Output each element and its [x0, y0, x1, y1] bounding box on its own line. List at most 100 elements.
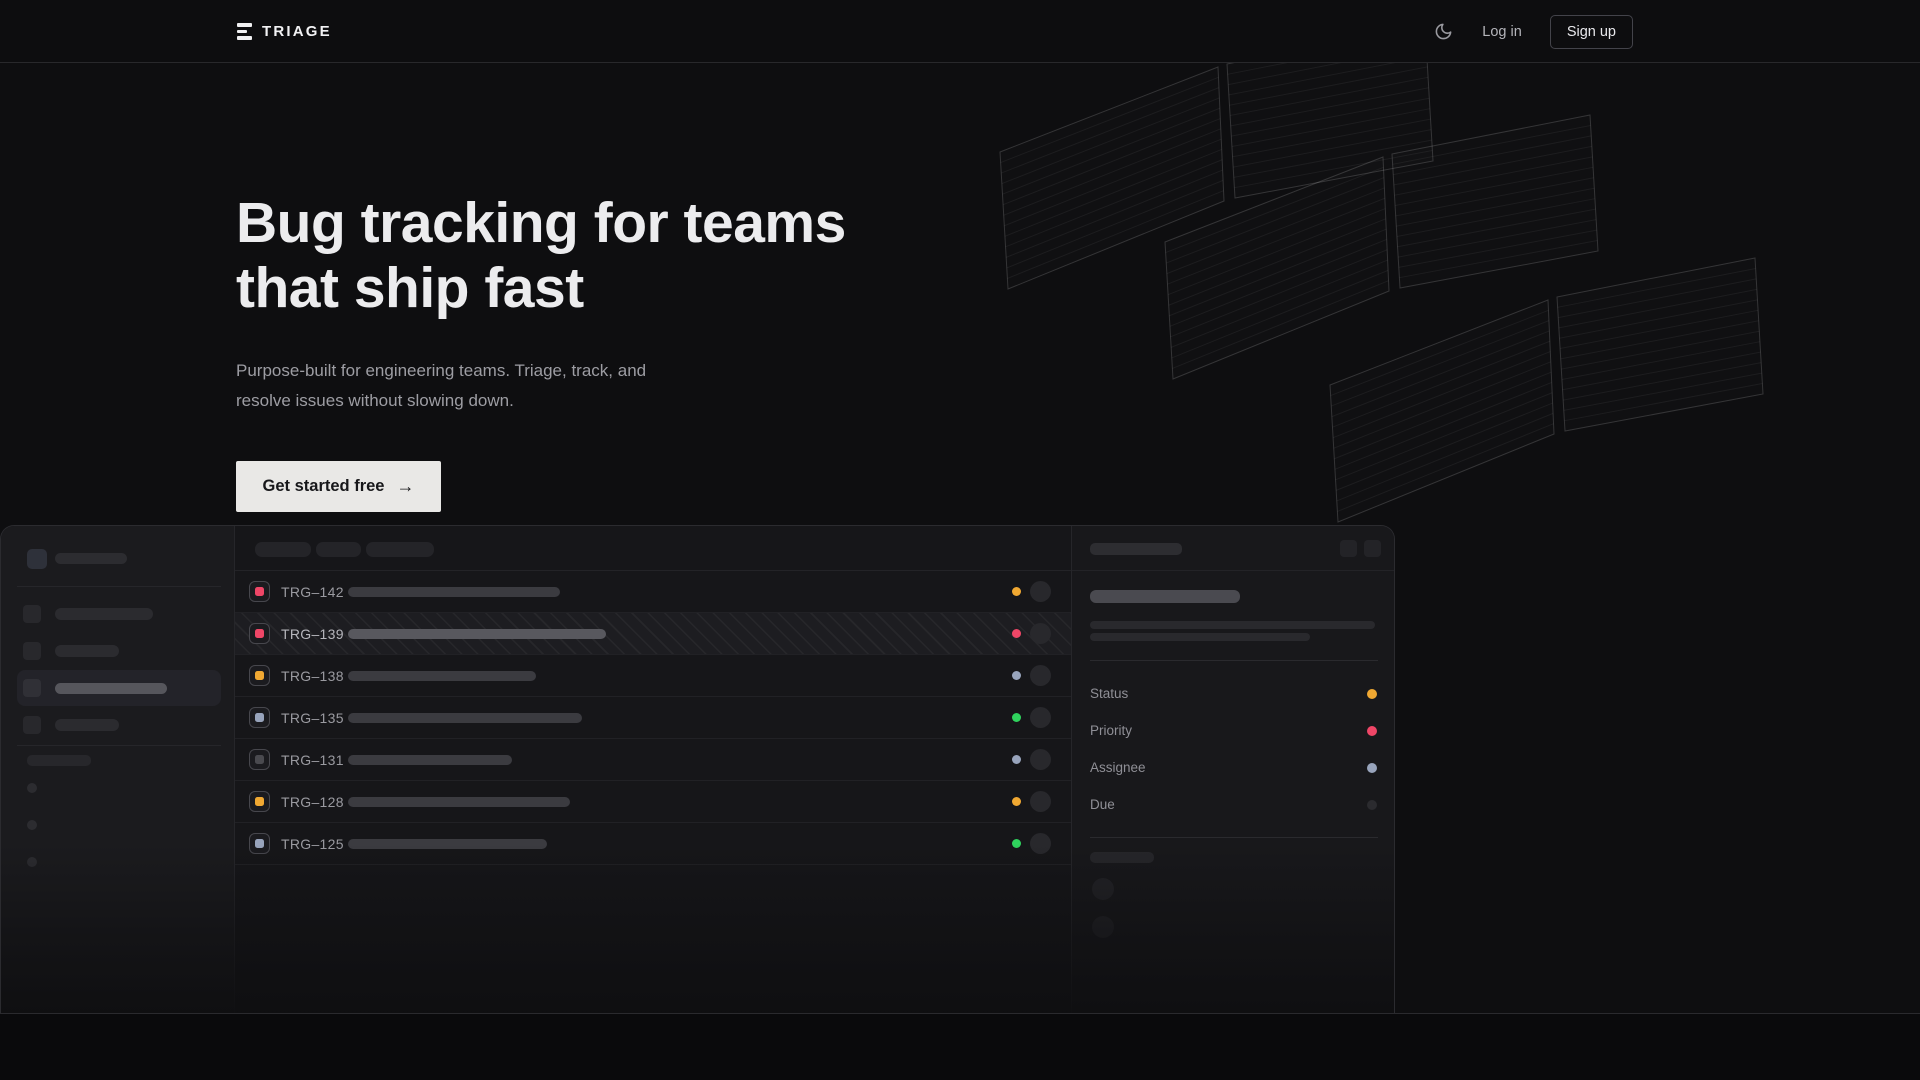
sidebar-item-placeholder	[17, 633, 221, 669]
issue-description-skeleton	[1090, 633, 1310, 641]
issue-title-skeleton	[348, 755, 512, 765]
detail-field-row: Priority	[1072, 713, 1394, 750]
issue-title-skeleton	[348, 713, 582, 723]
detail-fields: Status Priority Assignee Due	[1072, 676, 1394, 824]
issue-row: TRG–131	[235, 739, 1071, 781]
issue-type-dot	[254, 628, 264, 638]
wireframe-slabs-decoration	[999, 63, 1764, 523]
activity-section-skeleton	[1090, 852, 1154, 863]
issue-title-skeleton	[348, 587, 560, 597]
detail-field-label: Status	[1090, 686, 1129, 701]
sidebar-item-label-skeleton	[55, 683, 167, 694]
sidebar-divider	[17, 586, 221, 587]
issue-row: TRG–139	[235, 613, 1071, 655]
sidebar-item-icon-placeholder	[23, 642, 41, 660]
issue-type-dot	[254, 754, 264, 764]
issue-avatar-placeholder	[1030, 623, 1051, 644]
issue-type-dot	[254, 796, 264, 806]
get-started-label: Get started free	[262, 477, 385, 495]
issue-id: TRG–135	[281, 710, 344, 726]
theme-toggle-button[interactable]	[1432, 21, 1454, 43]
preview-issue-list: TRG–142 TRG–139 TRG–138 TRG–135 TRG–131 …	[235, 526, 1071, 1013]
issue-title-skeleton	[1090, 590, 1240, 603]
issue-type-dot	[254, 712, 264, 722]
detail-field-value-dot	[1367, 689, 1377, 699]
brand[interactable]: TRIAGE	[237, 0, 332, 63]
issue-rows: TRG–142 TRG–139 TRG–138 TRG–135 TRG–131 …	[235, 571, 1071, 865]
detail-field-label: Priority	[1090, 723, 1133, 738]
sidebar-item-placeholder	[17, 596, 221, 632]
issue-type-icon	[249, 623, 270, 644]
issue-title-skeleton	[348, 839, 547, 849]
sidebar-item-active-placeholder	[17, 670, 221, 706]
panel-divider	[1090, 837, 1378, 838]
issue-type-icon	[249, 791, 270, 812]
sidebar-item-label-skeleton	[55, 719, 119, 731]
detail-field-value-dot	[1367, 800, 1377, 810]
brand-name: TRIAGE	[262, 23, 332, 40]
issue-type-icon	[249, 749, 270, 770]
issue-title-skeleton	[348, 671, 536, 681]
hero-title-line1: Bug tracking for teams	[236, 191, 846, 255]
hero-title-line2: that ship fast	[236, 256, 584, 320]
detail-field-row: Status	[1072, 676, 1394, 713]
issue-status-dot	[1012, 671, 1021, 680]
issue-id: TRG–128	[281, 794, 344, 810]
issue-type-dot	[254, 670, 264, 680]
preview-sidebar	[1, 526, 235, 1013]
filter-pill-skeleton	[255, 542, 311, 557]
sidebar-dot-placeholder	[27, 783, 37, 793]
issue-description-skeleton	[1090, 621, 1375, 629]
panel-title-skeleton	[1090, 543, 1182, 555]
issue-avatar-placeholder	[1030, 581, 1051, 602]
comment-avatar-placeholder	[1092, 878, 1114, 900]
issue-id: TRG–138	[281, 668, 344, 684]
issue-status-dot	[1012, 713, 1021, 722]
login-link[interactable]: Log in	[1482, 23, 1522, 40]
filter-pill-skeleton	[366, 542, 434, 557]
hero-section: Bug tracking for teams that ship fast Pu…	[0, 63, 1920, 1014]
issue-title-skeleton	[348, 629, 606, 639]
sidebar-item-icon-placeholder	[23, 605, 41, 623]
triage-logo-icon	[237, 23, 252, 40]
footer-section	[0, 1014, 1920, 1080]
issue-type-dot	[254, 838, 264, 848]
app-preview-card: TRG–142 TRG–139 TRG–138 TRG–135 TRG–131 …	[0, 525, 1395, 1013]
get-started-button[interactable]: Get started free →	[236, 461, 441, 512]
issue-avatar-placeholder	[1030, 791, 1051, 812]
nav-actions: Log in Sign up	[1432, 0, 1633, 63]
navbar: TRIAGE Log in Sign up	[0, 0, 1920, 63]
hero-subtitle-line2: resolve issues without slowing down.	[236, 391, 514, 410]
issue-status-dot	[1012, 755, 1021, 764]
issue-type-icon	[249, 833, 270, 854]
sidebar-item-label-skeleton	[55, 608, 153, 620]
issue-avatar-placeholder	[1030, 833, 1051, 854]
hero-subtitle-line1: Purpose-built for engineering teams. Tri…	[236, 361, 647, 380]
issue-row: TRG–125	[235, 823, 1071, 865]
issue-row: TRG–128	[235, 781, 1071, 823]
signup-button[interactable]: Sign up	[1549, 14, 1633, 49]
issue-avatar-placeholder	[1030, 707, 1051, 728]
sidebar-item-label-skeleton	[55, 645, 119, 657]
issue-type-icon	[249, 581, 270, 602]
moon-icon	[1435, 23, 1452, 40]
detail-field-row: Assignee	[1072, 750, 1394, 787]
issue-list-header	[235, 526, 1071, 571]
issue-id: TRG–131	[281, 752, 344, 768]
hero-title: Bug tracking for teams that ship fast	[236, 191, 846, 321]
detail-field-value-dot	[1367, 763, 1377, 773]
sidebar-section-label-skeleton	[27, 755, 91, 766]
detail-field-label: Assignee	[1090, 760, 1146, 775]
panel-action-placeholder	[1340, 540, 1357, 557]
issue-id: TRG–139	[281, 626, 344, 642]
detail-field-row: Due	[1072, 787, 1394, 824]
issue-avatar-placeholder	[1030, 665, 1051, 686]
sidebar-item-icon-placeholder	[23, 716, 41, 734]
comment-avatar-placeholder	[1092, 916, 1114, 938]
workspace-name-skeleton	[55, 553, 127, 564]
issue-status-dot	[1012, 587, 1021, 596]
detail-field-label: Due	[1090, 797, 1115, 812]
sidebar-item-placeholder	[17, 707, 221, 743]
issue-row: TRG–135	[235, 697, 1071, 739]
